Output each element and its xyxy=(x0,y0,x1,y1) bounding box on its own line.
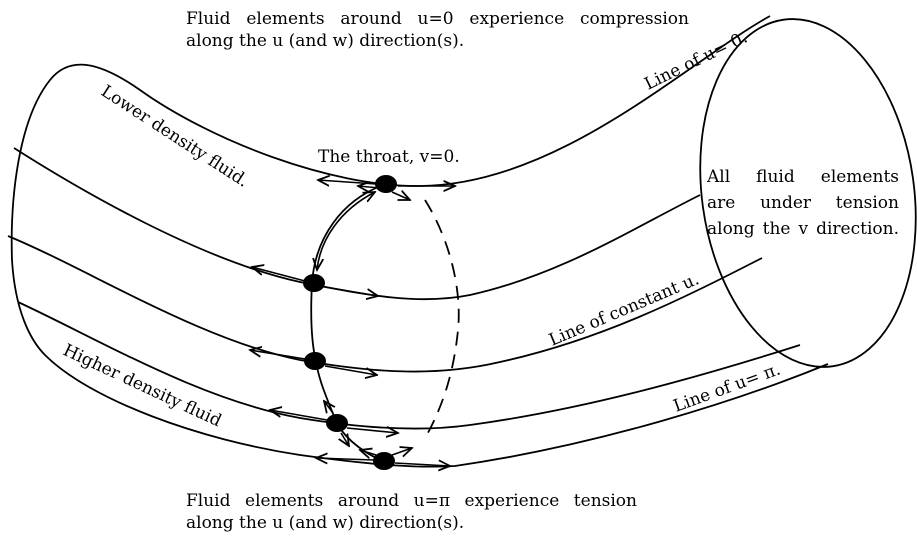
ellipse-note-line-1: All fluid elements xyxy=(707,167,899,187)
line-u0-label: Line of u= 0. xyxy=(641,27,750,94)
arrow xyxy=(391,448,412,455)
arrow xyxy=(324,401,333,413)
arrow xyxy=(360,450,377,455)
line-constant-u-label: Line of constant u. xyxy=(546,269,702,350)
fluid-element-dot xyxy=(373,452,395,470)
top-caption-line-2: along the u (and w) direction(s). xyxy=(186,31,465,51)
arrow xyxy=(346,428,398,433)
ellipse-note-line-2: are under tension xyxy=(707,193,899,213)
arrow xyxy=(358,186,381,188)
bottom-caption: Fluid elements around u=π experience ten… xyxy=(186,490,637,534)
end-ellipse xyxy=(699,18,917,368)
arrow xyxy=(324,365,377,375)
ellipse-note-line-3: along the v direction. xyxy=(707,219,899,239)
arrow xyxy=(316,458,375,460)
fluid-element-dot xyxy=(326,414,348,432)
arrow xyxy=(324,286,378,296)
bottom-caption-line-1: Fluid elements around u=π experience ten… xyxy=(186,491,637,511)
throat-dashed-curve xyxy=(423,199,460,441)
bottom-caption-line-2: along the u (and w) direction(s). xyxy=(186,513,465,533)
fluid-element-dot xyxy=(303,274,325,292)
arrow xyxy=(317,192,375,270)
arrow xyxy=(250,350,306,360)
fluid-elements xyxy=(303,175,397,470)
arrow xyxy=(270,410,328,421)
line-middle xyxy=(7,235,763,373)
top-caption-line-1: Fluid elements around u=0 experience com… xyxy=(186,9,689,29)
ellipse-note: All fluid elements are under tension alo… xyxy=(707,164,899,242)
higher-density-label: Higher density fluid xyxy=(60,340,225,431)
top-caption: Fluid elements around u=0 experience com… xyxy=(186,8,689,52)
force-arrows xyxy=(250,180,455,466)
arrow xyxy=(341,432,349,446)
arrow xyxy=(391,192,410,200)
arrow xyxy=(252,267,306,282)
lower-density-label: Lower density fluid. xyxy=(97,81,252,191)
throat-label: The throat, v=0. xyxy=(318,147,460,167)
fluid-element-dot xyxy=(304,352,326,370)
arrow xyxy=(394,463,450,466)
fluid-element-dot xyxy=(375,175,397,193)
line-upper xyxy=(13,147,701,301)
